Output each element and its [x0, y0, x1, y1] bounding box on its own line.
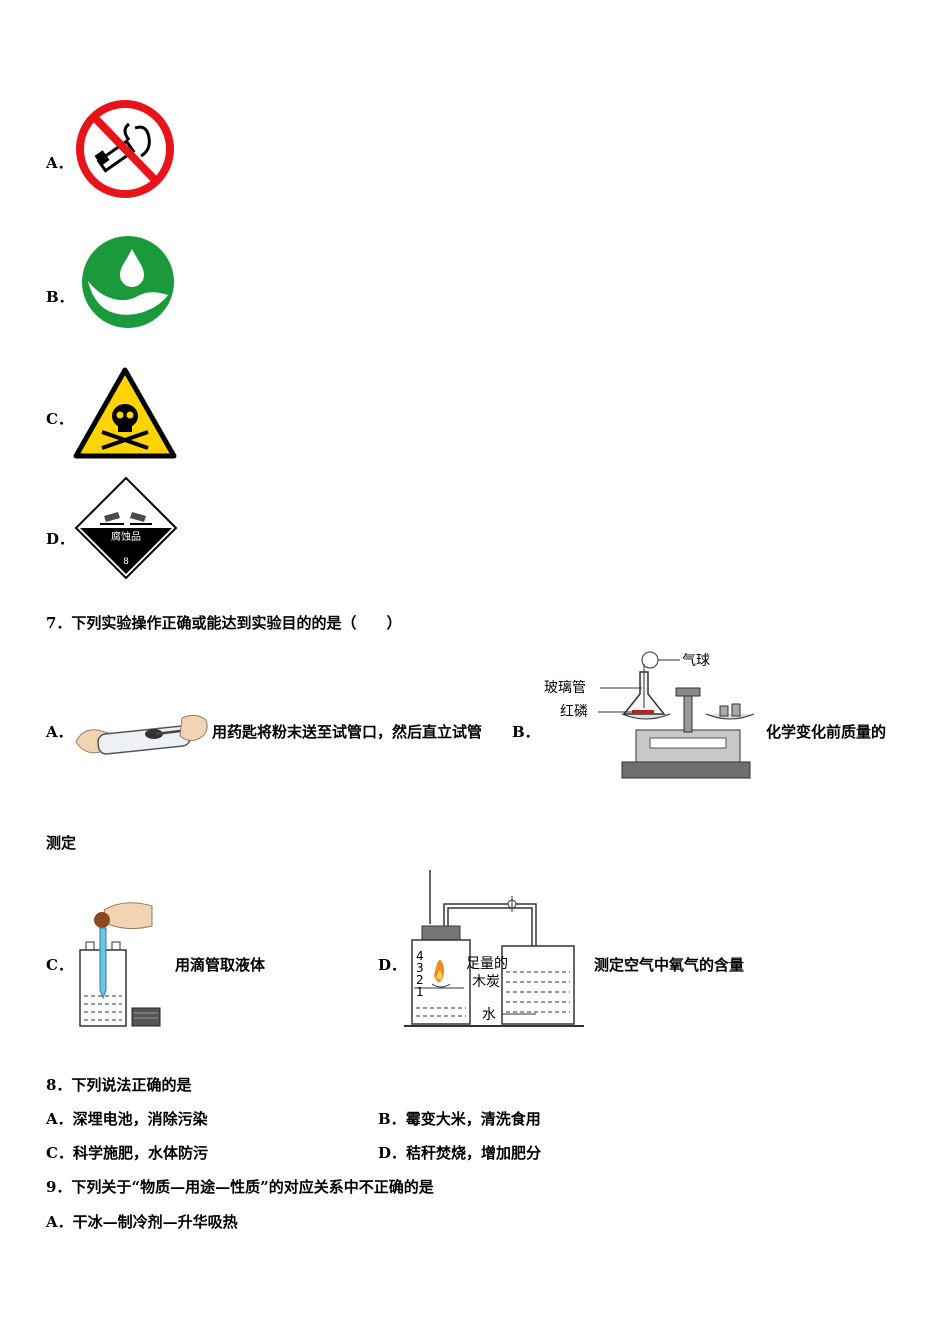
corrosive-sign-text: 腐蚀品 — [111, 530, 141, 543]
option-c-letter: C． — [46, 410, 73, 428]
q8-option-b: B．霉变大米，清洗食用 — [378, 1108, 541, 1129]
option-a-letter: A． — [46, 154, 73, 172]
q8-option-a: A．深埋电池，消除污染 — [46, 1108, 208, 1129]
q8-option-c: C．科学施肥，水体防污 — [46, 1142, 208, 1163]
charcoal-label-1: 足量的 — [466, 956, 508, 972]
q7-option-c-text: 用滴管取液体 — [175, 956, 266, 974]
option-b-letter: B． — [46, 288, 74, 306]
q8-option-c-text: 科学施肥，水体防污 — [72, 1144, 208, 1162]
test-tube-powder-illustration — [75, 714, 208, 755]
q7-option-b-text-1: 化学变化前质量的 — [766, 723, 887, 741]
scale-mark-4: 4 — [416, 949, 424, 963]
q9-option-a-text: 干冰—制冷剂—升华吸热 — [72, 1213, 238, 1231]
q8-option-c-letter: C． — [46, 1144, 73, 1162]
q7-option-b-letter: B． — [512, 723, 540, 741]
q9-option-a: A．干冰—制冷剂—升华吸热 — [46, 1211, 238, 1232]
q8-option-d: D．秸秆焚烧，增加肥分 — [378, 1142, 541, 1163]
q7-option-d-letter: D． — [378, 956, 407, 974]
q8-option-b-text: 霉变大米，清洗食用 — [405, 1110, 541, 1128]
balance-conservation-illustration: 气球 玻璃管 红磷 — [544, 651, 755, 779]
dropper-bottle-illustration — [79, 902, 161, 1027]
corrosive-hazard-sign-icon: 腐蚀品 8 — [74, 476, 178, 580]
oxygen-content-apparatus-illustration: 4 3 2 1 足量的 木炭 水 — [404, 870, 584, 1027]
q8-option-d-letter: D． — [378, 1144, 407, 1162]
scale-mark-1: 1 — [416, 985, 424, 999]
scale-mark-3: 3 — [416, 961, 424, 975]
q7-option-b-text-2: 测定 — [46, 834, 77, 852]
glass-tube-label: 玻璃管 — [544, 679, 586, 696]
q7-stem: 7．下列实验操作正确或能达到实验目的的是（ ） — [46, 614, 402, 632]
red-phosphorus-label: 红磷 — [560, 704, 588, 720]
water-label: 水 — [482, 1007, 496, 1023]
no-smoking-sign-icon — [76, 100, 174, 198]
q8-option-b-letter: B． — [378, 1110, 406, 1128]
q7-option-c-letter: C． — [46, 956, 73, 974]
q9-stem: 9．下列关于“物质—用途—性质”的对应关系中不正确的是 — [46, 1178, 434, 1196]
balloon-label: 气球 — [682, 653, 710, 669]
toxic-warning-sign-icon — [73, 367, 177, 459]
water-saving-sign-icon — [82, 236, 174, 328]
q8-stem: 8．下列说法正确的是 — [46, 1076, 192, 1094]
q9-option-a-letter: A． — [46, 1213, 73, 1231]
charcoal-label-2: 木炭 — [472, 974, 500, 990]
scale-mark-2: 2 — [416, 973, 424, 987]
corrosive-sign-number: 8 — [123, 557, 129, 567]
q8-option-a-text: 深埋电池，消除污染 — [72, 1110, 208, 1128]
q7-option-a-text: 用药匙将粉末送至试管口，然后直立试管 — [212, 723, 483, 741]
q8-option-a-letter: A． — [46, 1110, 73, 1128]
option-d-letter: D． — [46, 530, 75, 548]
q7-option-a-letter: A． — [46, 723, 73, 741]
q7-option-d-text: 测定空气中氧气的含量 — [594, 956, 745, 974]
q8-option-d-text: 秸秆焚烧，增加肥分 — [406, 1144, 542, 1162]
